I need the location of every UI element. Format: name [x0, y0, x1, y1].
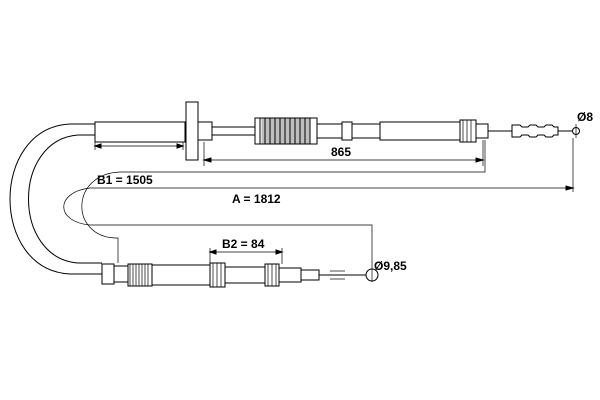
bottom-inner-wire [319, 270, 366, 280]
dimension-865-label: 865 [331, 145, 351, 159]
dimension-a: A = 1812 [63, 138, 575, 268]
dimension-b2-label: B2 = 84 [222, 237, 265, 251]
dimension-a-label: A = 1812 [232, 192, 281, 206]
dimension-b1-label: B1 = 1505 [97, 173, 153, 187]
dimension-865: 865 [202, 140, 485, 166]
diameter-top-label: Ø8 [577, 110, 593, 124]
bottom-steel-tube [151, 264, 211, 286]
bottom-nut [209, 262, 226, 288]
top-steel-tube [379, 121, 461, 141]
bottom-threaded-sleeve [127, 263, 153, 287]
dimension-diameter-bottom: Ø9,85 [371, 259, 407, 282]
top-inner-cable [212, 126, 255, 136]
top-adjuster-nut [459, 119, 489, 143]
diameter-bottom-label: Ø9,85 [374, 259, 407, 273]
cable-sheath [9, 123, 102, 275]
top-sleeve [94, 121, 186, 143]
dimension-diameter-top: Ø8 [575, 110, 593, 138]
dimension-b1: B1 = 1505 [81, 135, 486, 263]
bottom-crimp-fitting [101, 263, 129, 285]
bottom-adjuster [264, 263, 320, 287]
top-ferrule [316, 121, 381, 141]
bottom-guide-tube [224, 266, 266, 284]
top-bellows-boot [254, 117, 318, 145]
dimension-b2: B2 = 84 [208, 237, 284, 264]
top-mounting-flange [185, 101, 213, 161]
top-end-fitting [511, 124, 580, 138]
